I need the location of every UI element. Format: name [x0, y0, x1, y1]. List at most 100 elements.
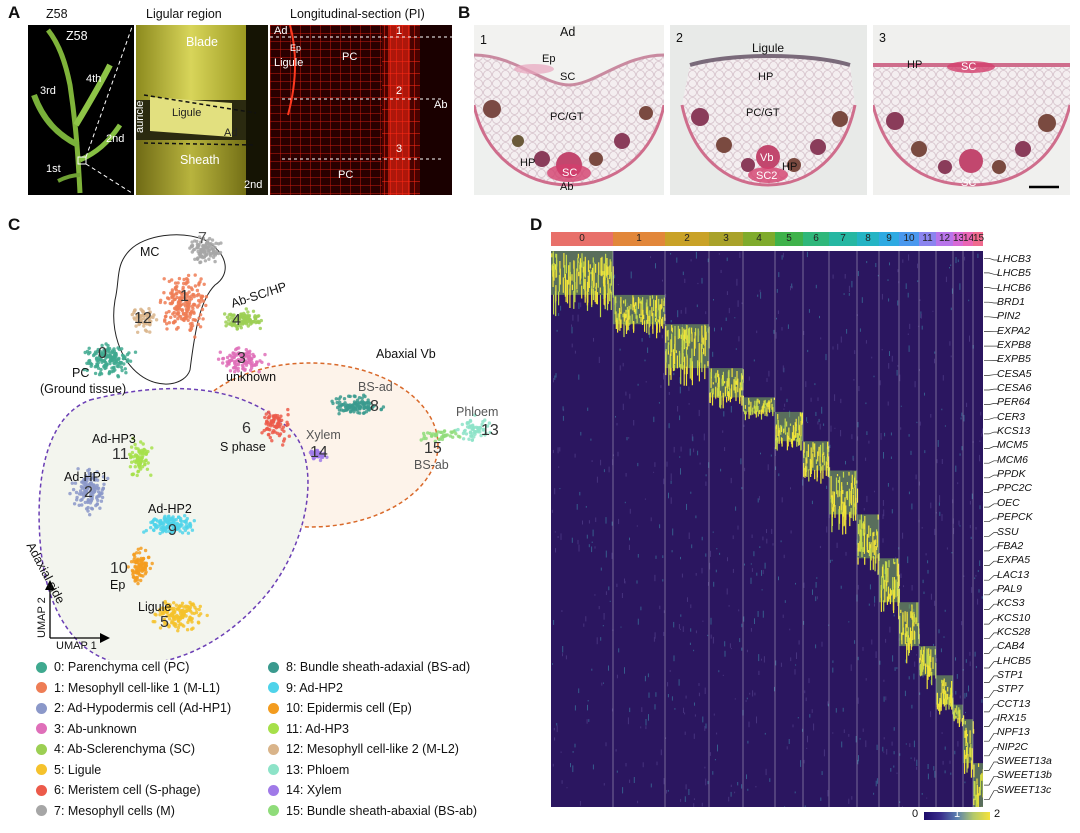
heatmap-streak	[627, 316, 629, 330]
umap-point-cluster-3	[227, 362, 231, 366]
heatmap-streak	[842, 512, 844, 535]
umap-point-cluster-12	[143, 328, 148, 332]
legend-item-cluster-11: 11: Ad-HP3	[268, 722, 349, 736]
heatmap-noise	[949, 760, 951, 764]
umap-point-cluster-2	[96, 490, 101, 494]
heatmap-streak	[583, 268, 585, 289]
section-ligule-label: Ligule	[274, 57, 304, 69]
umap-point-cluster-2	[91, 483, 96, 487]
heatmap-streak	[597, 274, 599, 288]
umap-point-cluster-10	[126, 565, 130, 569]
heatmap-streak	[919, 657, 921, 663]
legend-swatch-6	[36, 784, 47, 796]
umap-point-cluster-4	[239, 314, 244, 318]
heatmap-streak	[876, 529, 878, 536]
heatmap-noise	[698, 683, 700, 686]
umap-point-cluster-1	[198, 313, 203, 317]
umap-point-cluster-15	[419, 438, 423, 442]
heatmap-noise	[677, 310, 679, 318]
umap-point-cluster-10	[148, 566, 152, 571]
heatmap-streak	[602, 271, 604, 275]
heatmap-streak	[959, 714, 961, 724]
umap-point-cluster-12	[148, 330, 152, 334]
heatmap-streak	[897, 588, 899, 606]
heatmap-noise	[782, 252, 784, 258]
heatmap-streak	[581, 253, 583, 268]
umap-point-cluster-7	[196, 249, 200, 254]
heatmap-streak	[760, 411, 763, 420]
s3-sc-label: SC	[961, 61, 977, 73]
gene-label-1: LHCB5	[997, 267, 1031, 280]
heatmap-noise	[660, 385, 662, 388]
heatmap-noise	[789, 628, 791, 631]
heatmap-noise	[807, 421, 809, 423]
heatmap-noise	[930, 502, 932, 509]
heatmap-noise	[644, 675, 646, 682]
gene-connector-2	[984, 287, 998, 290]
heatmap-streak	[748, 400, 750, 406]
heatmap-noise	[944, 425, 946, 427]
s2-sc2-label: SC2	[756, 170, 778, 182]
umap-point-cluster-11	[130, 450, 135, 455]
heatmap-streak	[636, 315, 638, 324]
heatmap-noise	[927, 569, 929, 574]
heatmap-streak	[603, 271, 605, 283]
umap-point-cluster-7	[205, 246, 209, 250]
umap-point-cluster-0	[99, 372, 104, 376]
heatmap-streak	[810, 447, 812, 464]
heatmap-noise	[802, 728, 804, 732]
umap-point-cluster-9	[152, 518, 156, 522]
heatmap-noise	[857, 422, 859, 428]
heatmap-noise	[873, 375, 875, 378]
s1-hp-label: HP	[520, 157, 536, 169]
heatmap-streak	[760, 409, 762, 415]
umap-point-cluster-7	[189, 244, 194, 248]
heatmap-streak	[647, 314, 649, 324]
umap-point-cluster-11	[131, 472, 135, 476]
heatmap-streak	[887, 568, 889, 583]
heatmap-noise	[831, 559, 833, 562]
heatmap-noise	[552, 763, 554, 767]
heatmap-streak	[837, 480, 839, 483]
heatmap-streak	[857, 557, 859, 565]
heatmap-noise	[936, 459, 938, 464]
heatmap-streak	[825, 461, 827, 476]
heatmap-streak	[698, 362, 700, 382]
heatmap-noise	[617, 451, 619, 457]
heatmap-streak	[593, 262, 595, 281]
umap-point-cluster-0	[120, 368, 124, 373]
umap-point-cluster-2	[88, 513, 92, 517]
heatmap-streak	[656, 295, 658, 312]
heatmap-noise	[837, 343, 839, 350]
umap-point-cluster-8	[345, 403, 349, 407]
heatmap-streak	[805, 466, 807, 477]
heatmap-noise	[571, 326, 573, 334]
heatmap-streak	[582, 266, 584, 273]
heatmap-streak	[666, 330, 668, 337]
heatmap-noise	[840, 430, 842, 437]
heatmap-noise	[889, 351, 890, 356]
heatmap-noise	[949, 267, 950, 269]
heatmap-noise	[603, 783, 605, 786]
umap-point-cluster-4	[227, 318, 231, 322]
umap-point-cluster-6	[268, 428, 272, 432]
umap-point-cluster-1	[195, 305, 200, 309]
heatmap-streak	[942, 689, 944, 704]
legend-swatch-3	[36, 723, 47, 734]
heatmap-noise	[883, 737, 885, 740]
umap-point-cluster-8	[341, 402, 346, 407]
heatmap-noise	[655, 555, 657, 559]
umap-point-cluster-0	[124, 371, 128, 375]
heatmap-noise	[685, 695, 687, 699]
heatmap-streak	[685, 328, 687, 344]
umap-point-cluster-3	[233, 353, 237, 358]
heatmap-streak	[900, 609, 902, 613]
heatmap-noise	[722, 674, 724, 676]
heatmap-streak	[832, 503, 835, 512]
heatmap-noise	[794, 669, 796, 675]
heatmap-streak	[769, 401, 771, 408]
cluster-bar-segment-3: 3	[709, 232, 743, 246]
umap-point-cluster-2	[89, 481, 94, 485]
umap-point-cluster-2	[74, 490, 79, 495]
heatmap-noise	[965, 712, 966, 714]
